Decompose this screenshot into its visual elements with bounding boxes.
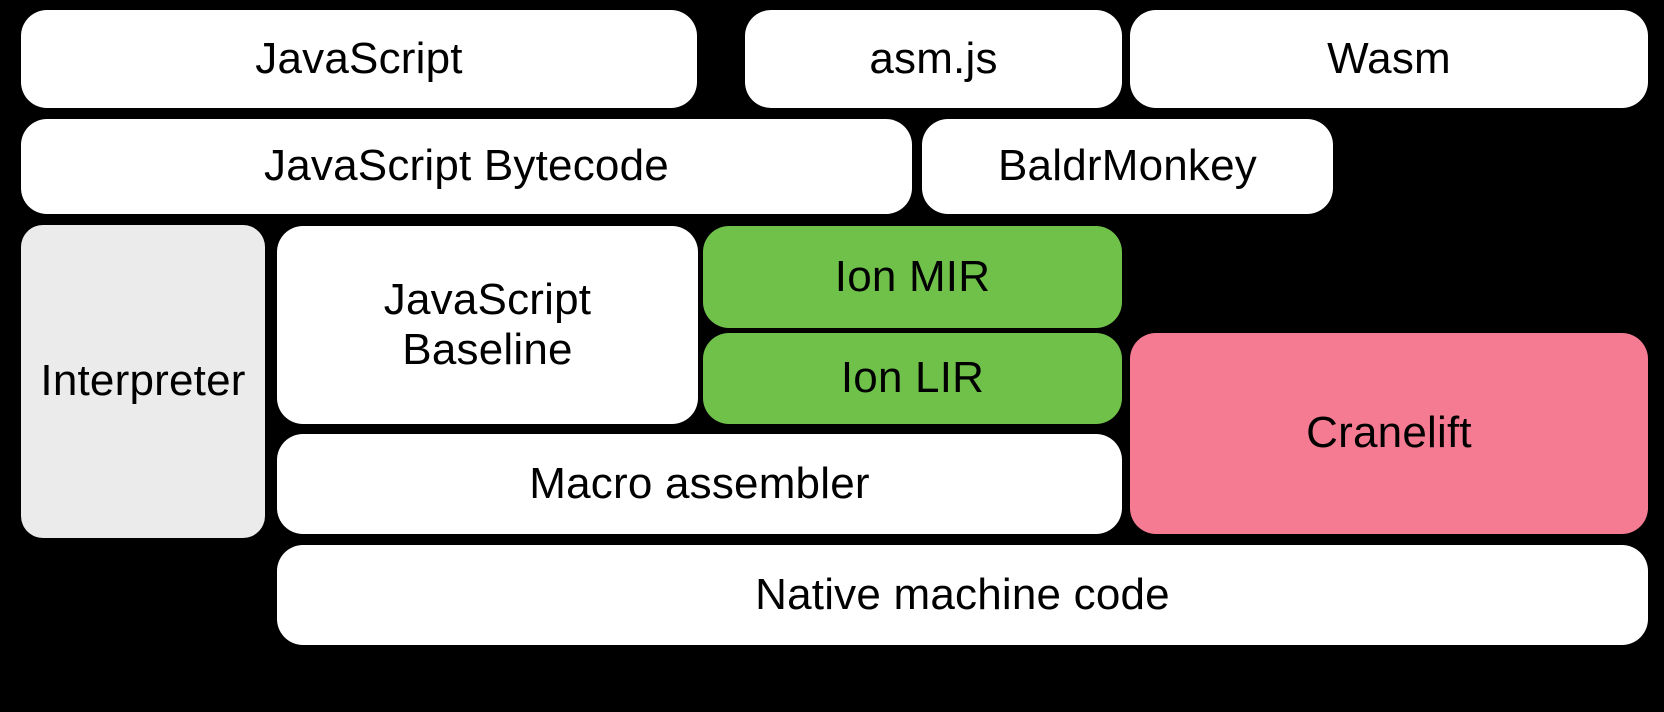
node-interpreter[interactable]: Interpreter xyxy=(21,225,265,538)
node-javascript-baseline[interactable]: JavaScript Baseline xyxy=(277,226,698,424)
node-macro-assembler[interactable]: Macro assembler xyxy=(277,434,1122,534)
node-asmjs[interactable]: asm.js xyxy=(745,10,1122,108)
node-ion-mir[interactable]: Ion MIR xyxy=(703,226,1122,328)
node-javascript[interactable]: JavaScript xyxy=(21,10,697,108)
node-wasm[interactable]: Wasm xyxy=(1130,10,1648,108)
node-baldrmonkey[interactable]: BaldrMonkey xyxy=(922,119,1333,214)
node-ion-lir[interactable]: Ion LIR xyxy=(703,333,1122,424)
node-cranelift[interactable]: Cranelift xyxy=(1130,333,1648,534)
node-native-machine-code[interactable]: Native machine code xyxy=(277,545,1648,645)
node-javascript-bytecode[interactable]: JavaScript Bytecode xyxy=(21,119,912,214)
